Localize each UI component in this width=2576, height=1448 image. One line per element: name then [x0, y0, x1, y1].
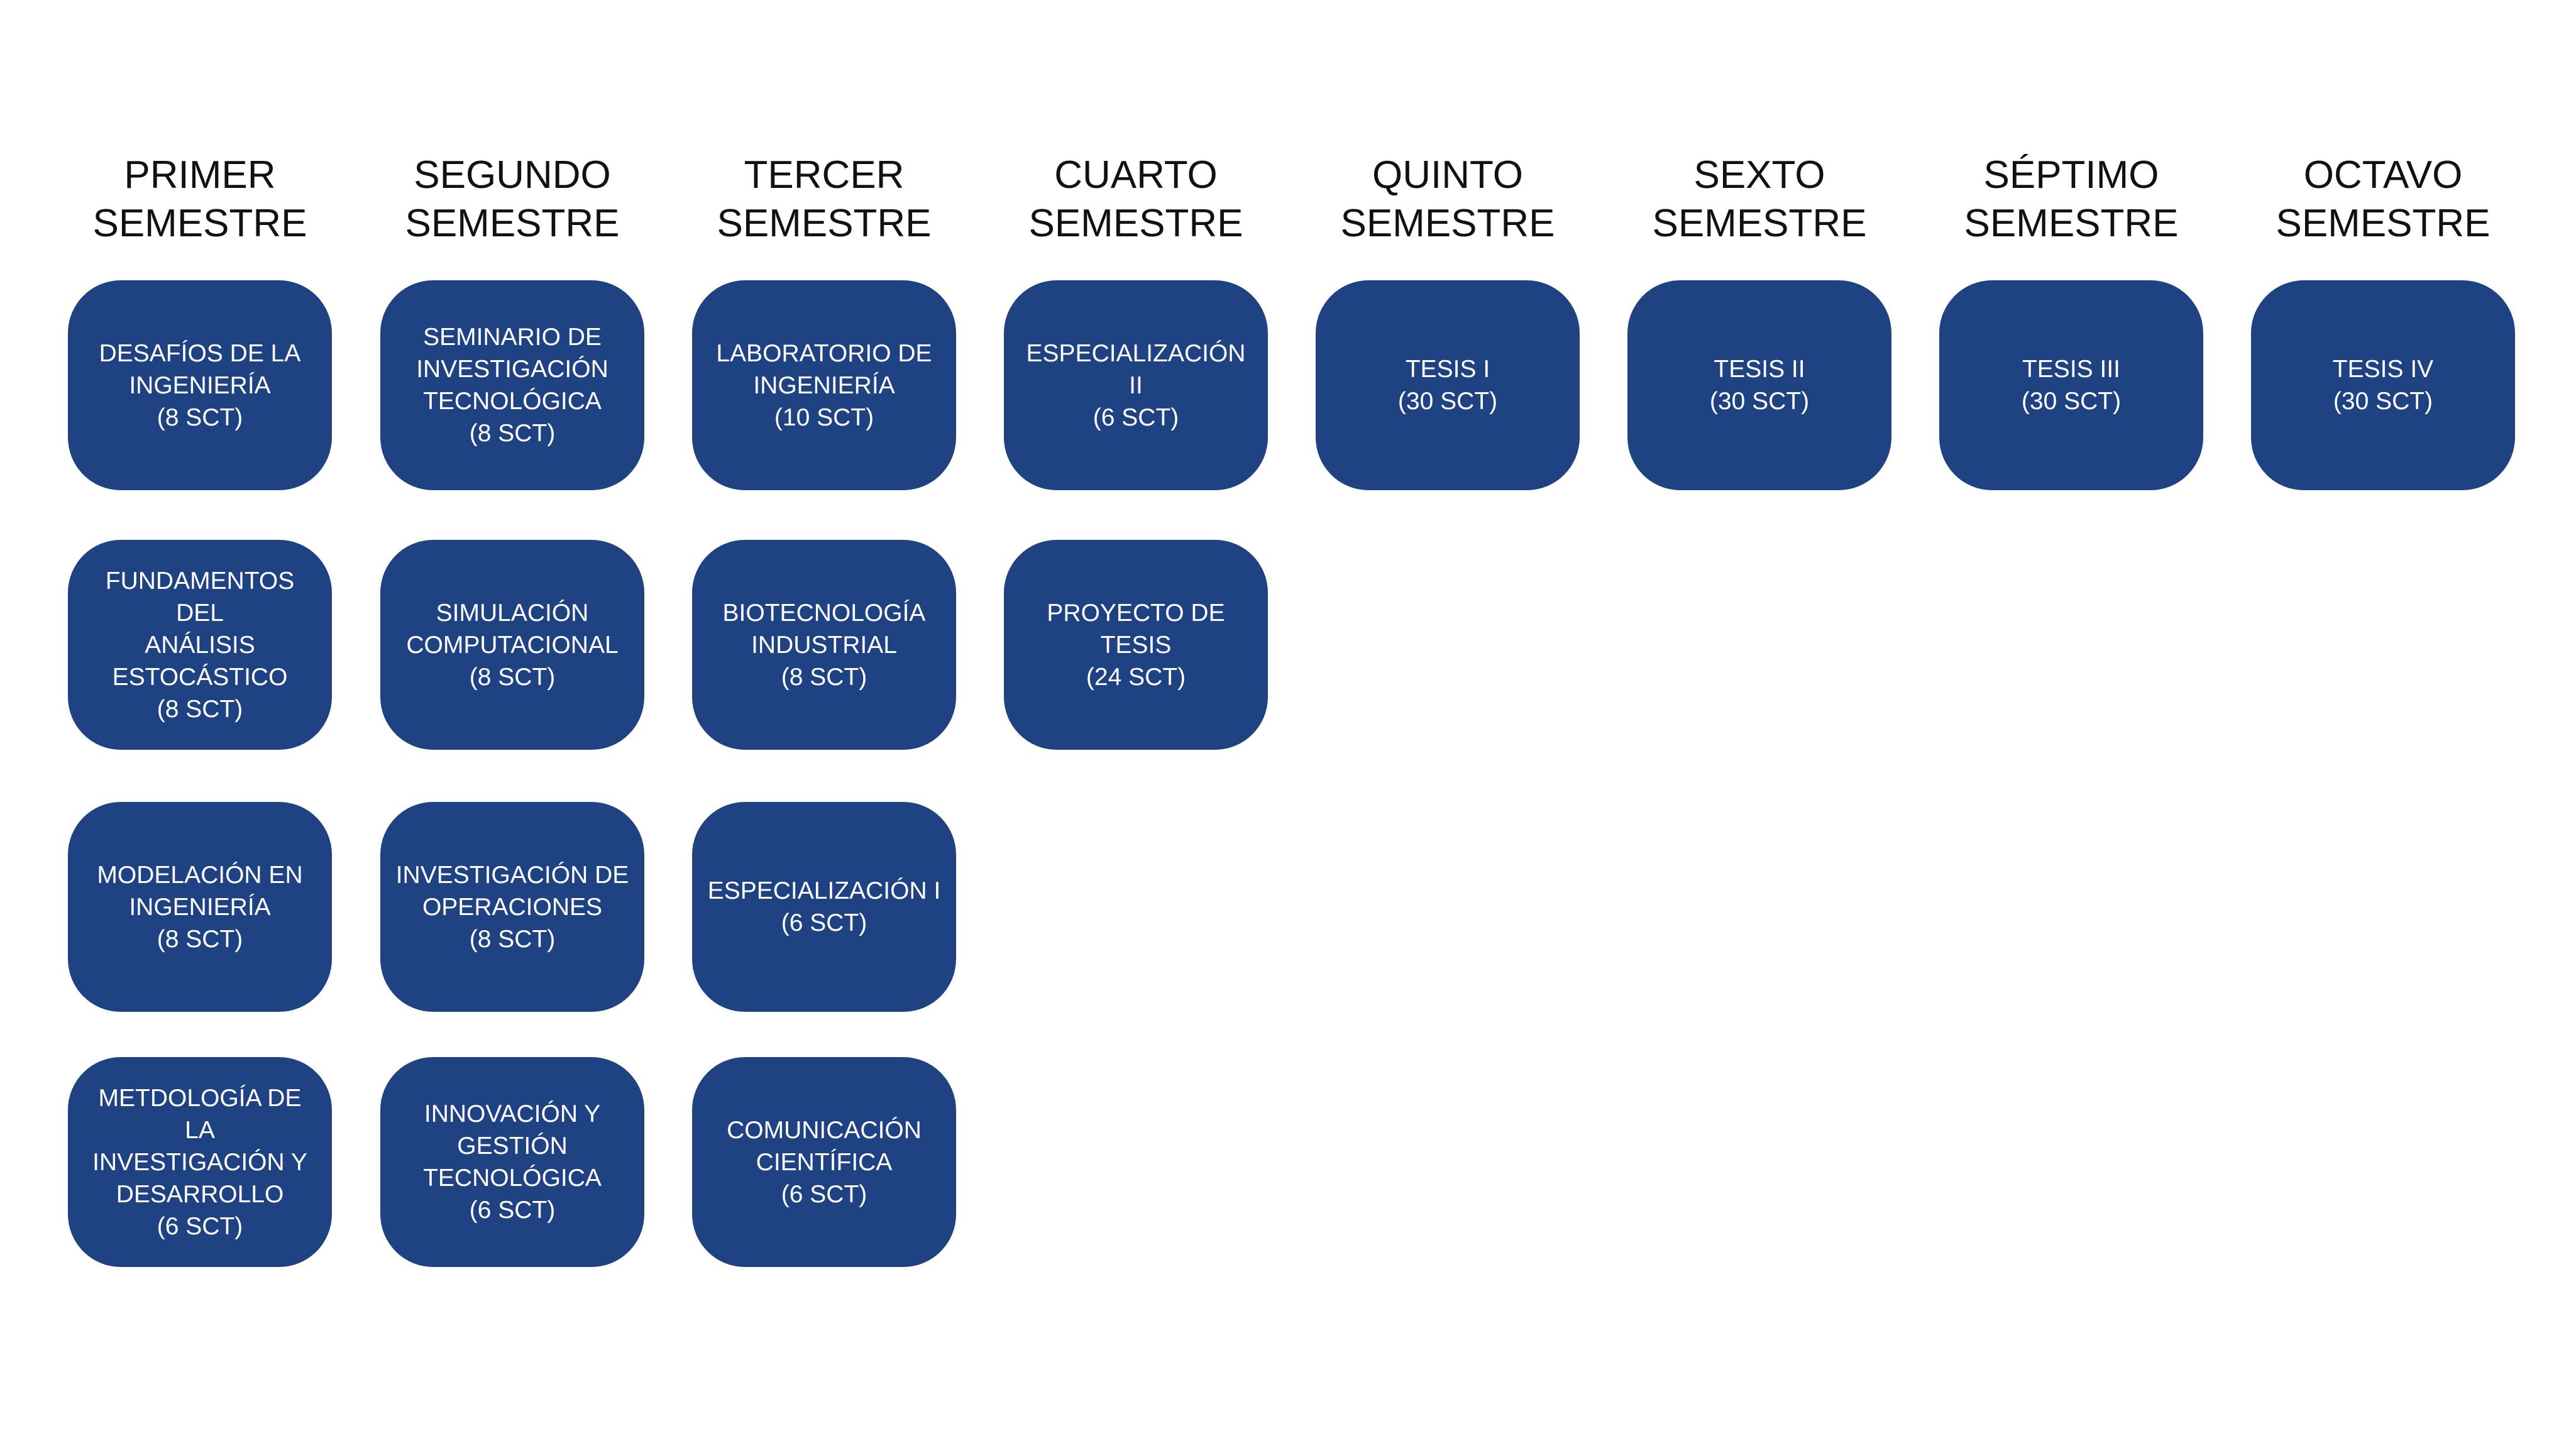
course-name-line: ESPECIALIZACIÓN II — [1026, 339, 1246, 399]
course-name-line: GESTIÓN — [457, 1133, 568, 1160]
course-name-line: DESAFÍOS DE LA — [99, 339, 301, 367]
course-credits: (8 SCT) — [469, 663, 556, 691]
course-name-line: SIMULACIÓN — [436, 599, 589, 627]
semester-header: TERCER SEMESTRE — [667, 151, 981, 248]
course-name-line: ESPECIALIZACIÓN I — [707, 877, 941, 904]
course-box: INVESTIGACIÓN DE OPERACIONES (8 SCT) — [380, 802, 644, 1012]
course-name-line: TECNOLÓGICA — [423, 388, 602, 415]
course-name-line: ESTOCÁSTICO — [112, 663, 288, 691]
course-credits: (6 SCT) — [781, 909, 867, 936]
course-credits: (10 SCT) — [774, 403, 874, 431]
course-credits: (6 SCT) — [781, 1180, 867, 1208]
course-credits: (30 SCT) — [1709, 388, 1810, 415]
course-name-line: BIOTECNOLOGÍA — [722, 599, 926, 627]
course-credits: (8 SCT) — [157, 403, 243, 431]
course-name-line: TESIS II — [1714, 356, 1805, 383]
semester-header: PRIMER SEMESTRE — [43, 151, 357, 248]
course-name-line: COMUNICACIÓN — [727, 1116, 922, 1144]
semester-header-line-1: TERCER — [744, 153, 905, 197]
semester-header-line-1: QUINTO — [1372, 153, 1523, 197]
course-box: BIOTECNOLOGÍA INDUSTRIAL (8 SCT) — [692, 540, 956, 750]
course-credits: (8 SCT) — [157, 925, 243, 953]
course-credits: (8 SCT) — [469, 925, 556, 953]
semester-header-line-2: SEMESTRE — [1028, 202, 1243, 245]
course-name-line: INGENIERÍA — [753, 371, 895, 399]
course-name-line: MODELACIÓN EN — [97, 861, 303, 889]
semester-header-line-2: SEMESTRE — [717, 202, 932, 245]
semester-header: SÉPTIMO SEMESTRE — [1914, 151, 2228, 248]
course-name-line: PROYECTO DE TESIS — [1047, 599, 1225, 659]
course-box: LABORATORIO DE INGENIERÍA (10 SCT) — [692, 280, 956, 490]
semester-header-line-2: SEMESTRE — [1964, 202, 2179, 245]
course-box: MODELACIÓN EN INGENIERÍA (8 SCT) — [68, 802, 332, 1012]
course-box: TESIS IV (30 SCT) — [2251, 280, 2515, 490]
course-box: COMUNICACIÓN CIENTÍFICA (6 SCT) — [692, 1057, 956, 1267]
course-name-line: DESARROLLO — [116, 1180, 284, 1208]
semester-header-line-2: SEMESTRE — [1340, 202, 1555, 245]
semester-header-line-2: SEMESTRE — [92, 202, 307, 245]
course-box: TESIS III (30 SCT) — [1939, 280, 2203, 490]
course-box: ESPECIALIZACIÓN II (6 SCT) — [1004, 280, 1268, 490]
course-credits: (8 SCT) — [469, 420, 556, 447]
course-name-line: METDOLOGÍA DE LA — [98, 1084, 302, 1144]
course-box: METDOLOGÍA DE LA INVESTIGACIÓN Y DESARROLL… — [68, 1057, 332, 1267]
semester-header-line-1: CUARTO — [1054, 153, 1218, 197]
course-name-line: TECNOLÓGICA — [423, 1165, 602, 1192]
semester-header: QUINTO SEMESTRE — [1291, 151, 1605, 248]
course-box: TESIS II (30 SCT) — [1627, 280, 1891, 490]
course-name-line: COMPUTACIONAL — [406, 631, 619, 659]
course-name-line: ANÁLISIS — [145, 631, 255, 659]
course-name-line: INDUSTRIAL — [751, 631, 897, 659]
course-credits: (30 SCT) — [1397, 388, 1498, 415]
course-credits: (8 SCT) — [781, 663, 867, 691]
course-box: INNOVACIÓN Y GESTIÓN TECNOLÓGICA (6 SCT) — [380, 1057, 644, 1267]
course-box: FUNDAMENTOS DEL ANÁLISIS ESTOCÁSTICO (8 SCT… — [68, 540, 332, 750]
course-box: TESIS I (30 SCT) — [1316, 280, 1580, 490]
semester-header: OCTAVO SEMESTRE — [2226, 151, 2540, 248]
semester-header-line-1: PRIMER — [124, 153, 276, 197]
course-name-line: CIENTÍFICA — [756, 1148, 893, 1176]
course-name-line: LABORATORIO DE — [716, 339, 932, 367]
course-name-line: INVESTIGACIÓN DE — [395, 861, 629, 889]
semester-header: SEXTO SEMESTRE — [1602, 151, 1917, 248]
course-name-line: INVESTIGACIÓN — [416, 356, 608, 383]
course-name-line: OPERACIONES — [422, 893, 603, 921]
course-credits: (8 SCT) — [157, 695, 243, 723]
course-name-line: INNOVACIÓN Y — [424, 1100, 601, 1127]
course-name-line: TESIS III — [2022, 356, 2121, 383]
course-credits: (30 SCT) — [2021, 388, 2122, 415]
semester-header-line-1: SEGUNDO — [414, 153, 611, 197]
course-name-line: INGENIERÍA — [129, 893, 271, 921]
course-name-line: FUNDAMENTOS DEL — [105, 567, 295, 627]
semester-header-line-2: SEMESTRE — [2276, 202, 2491, 245]
semester-header-line-2: SEMESTRE — [405, 202, 620, 245]
semester-header-line-2: SEMESTRE — [1652, 202, 1867, 245]
course-box: DESAFÍOS DE LA INGENIERÍA (8 SCT) — [68, 280, 332, 490]
course-box: SEMINARIO DE INVESTIGACIÓN TECNOLÓGICA (8 S… — [380, 280, 644, 490]
course-box: PROYECTO DE TESIS (24 SCT) — [1004, 540, 1268, 750]
course-box: ESPECIALIZACIÓN I (6 SCT) — [692, 802, 956, 1012]
course-credits: (6 SCT) — [469, 1197, 556, 1224]
semester-header-line-1: SÉPTIMO — [1983, 153, 2159, 197]
course-credits: (6 SCT) — [1093, 403, 1179, 431]
course-credits: (30 SCT) — [2333, 388, 2433, 415]
semester-header-line-1: SEXTO — [1693, 153, 1825, 197]
course-box: SIMULACIÓN COMPUTACIONAL (8 SCT) — [380, 540, 644, 750]
course-name-line: INVESTIGACIÓN Y — [92, 1148, 307, 1176]
course-name-line: SEMINARIO DE — [423, 324, 602, 351]
semester-header-line-1: OCTAVO — [2303, 153, 2463, 197]
course-credits: (6 SCT) — [157, 1212, 243, 1240]
course-credits: (24 SCT) — [1086, 663, 1186, 691]
course-name-line: INGENIERÍA — [129, 371, 271, 399]
course-name-line: TESIS I — [1405, 356, 1490, 383]
course-name-line: TESIS IV — [2332, 356, 2434, 383]
semester-header: SEGUNDO SEMESTRE — [355, 151, 669, 248]
semester-header: CUARTO SEMESTRE — [979, 151, 1293, 248]
